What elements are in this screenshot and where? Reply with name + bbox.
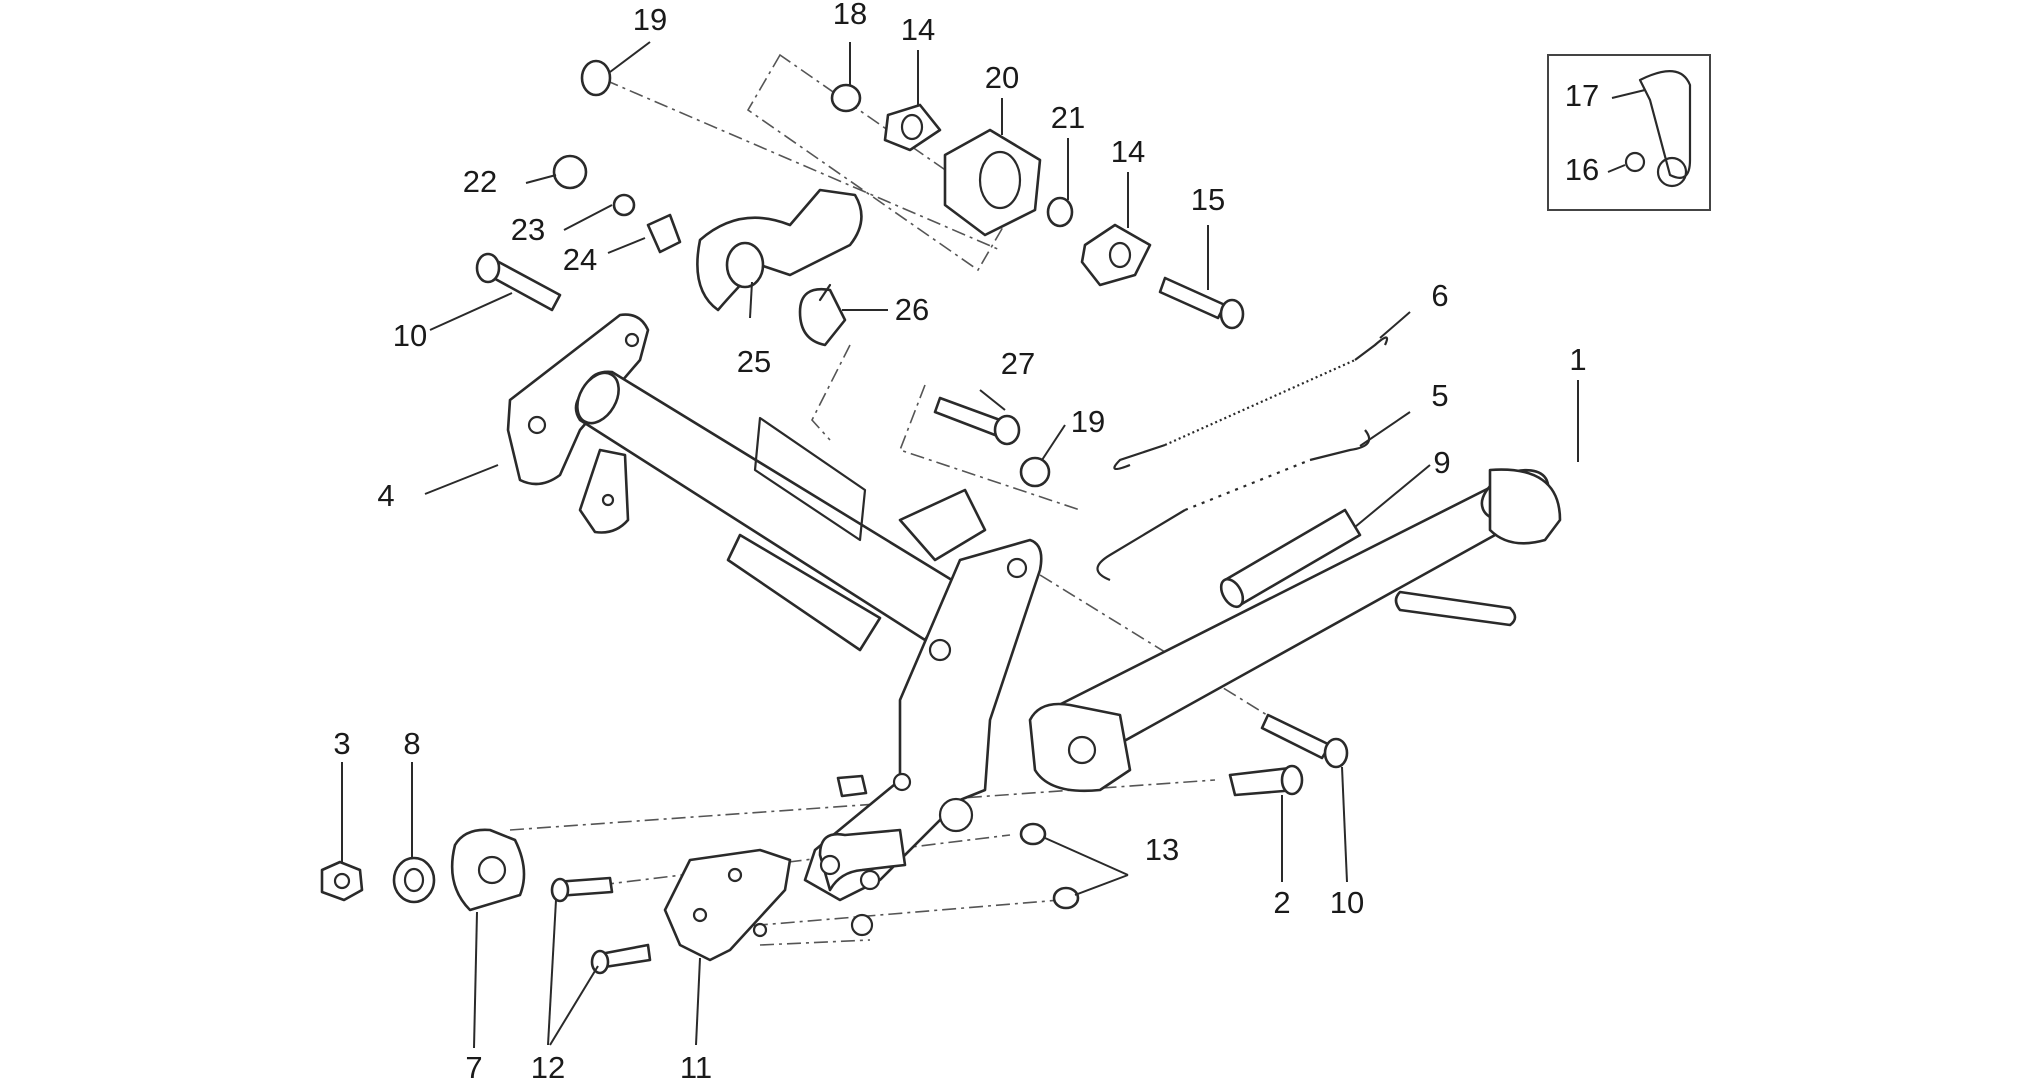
part-21-bushing bbox=[1046, 196, 1074, 228]
part-9-sleeve bbox=[1219, 508, 1362, 609]
callout-21: 21 bbox=[1051, 100, 1085, 135]
callout-11: 11 bbox=[680, 1050, 712, 1085]
callout-14-a: 14 bbox=[901, 12, 935, 47]
part-2-pin bbox=[1228, 764, 1304, 797]
callout-17: 17 bbox=[1565, 78, 1599, 113]
callout-20: 20 bbox=[985, 60, 1019, 95]
callout-25: 25 bbox=[737, 344, 771, 379]
part-14-spacer-a bbox=[883, 103, 942, 152]
part-15-bolt bbox=[1158, 276, 1245, 330]
callout-16: 16 bbox=[1565, 152, 1599, 187]
callout-3: 3 bbox=[333, 726, 350, 761]
leader-lines bbox=[341, 41, 1646, 1049]
callout-2: 2 bbox=[1273, 885, 1290, 920]
part-24-sleeve bbox=[646, 213, 682, 254]
callout-7: 7 bbox=[465, 1050, 482, 1085]
callout-10-lower: 10 bbox=[1330, 885, 1364, 920]
part-8-washer bbox=[392, 856, 436, 904]
callout-22: 22 bbox=[463, 164, 497, 199]
part-7-cover bbox=[450, 828, 526, 912]
callout-15: 15 bbox=[1191, 182, 1225, 217]
callout-23: 23 bbox=[511, 212, 545, 247]
part-10-bolt-upper bbox=[475, 252, 562, 312]
callout-13: 13 bbox=[1145, 832, 1179, 867]
callout-8: 8 bbox=[403, 726, 420, 761]
part-1-side-stand bbox=[1028, 468, 1562, 793]
callout-1: 1 bbox=[1569, 342, 1586, 377]
part-3-nut bbox=[320, 860, 364, 902]
callout-labels: 19 18 14 20 21 14 15 22 23 24 10 25 26 6… bbox=[333, 0, 1599, 1085]
part-18-bushing bbox=[830, 83, 862, 113]
inset-box bbox=[1547, 54, 1711, 211]
callout-19-mid: 19 bbox=[1071, 404, 1105, 439]
part-22-cap bbox=[552, 154, 588, 190]
part-6-spring bbox=[1113, 336, 1389, 471]
callout-9: 9 bbox=[1433, 445, 1450, 480]
part-12-screws bbox=[550, 876, 652, 975]
part-11-switch bbox=[663, 848, 792, 962]
part-27-bolt bbox=[933, 396, 1021, 446]
callout-19-top: 19 bbox=[633, 2, 667, 37]
part-25-bracket bbox=[696, 188, 863, 312]
part-13-nuts bbox=[1019, 822, 1080, 910]
part-4-stand-frame bbox=[506, 313, 1043, 937]
part-14-spacer-b bbox=[1080, 223, 1152, 287]
part-26-clip-spring bbox=[798, 283, 847, 347]
callout-10-upper: 10 bbox=[393, 318, 427, 353]
part-5-spring bbox=[1096, 429, 1371, 582]
part-10-bolt-lower bbox=[1260, 713, 1349, 769]
callout-18: 18 bbox=[833, 0, 867, 31]
part-23-washer bbox=[612, 193, 636, 217]
callout-24: 24 bbox=[563, 242, 597, 277]
callout-4: 4 bbox=[377, 478, 394, 513]
callout-14-b: 14 bbox=[1111, 134, 1145, 169]
callout-27: 27 bbox=[1001, 346, 1035, 381]
part-19-cap-mid bbox=[1019, 456, 1051, 488]
part-20-roller bbox=[943, 128, 1042, 237]
callout-6: 6 bbox=[1431, 278, 1448, 313]
callout-26: 26 bbox=[895, 292, 929, 327]
part-19-cap-top bbox=[580, 59, 612, 97]
callout-12: 12 bbox=[531, 1050, 565, 1085]
callout-5: 5 bbox=[1431, 378, 1448, 413]
